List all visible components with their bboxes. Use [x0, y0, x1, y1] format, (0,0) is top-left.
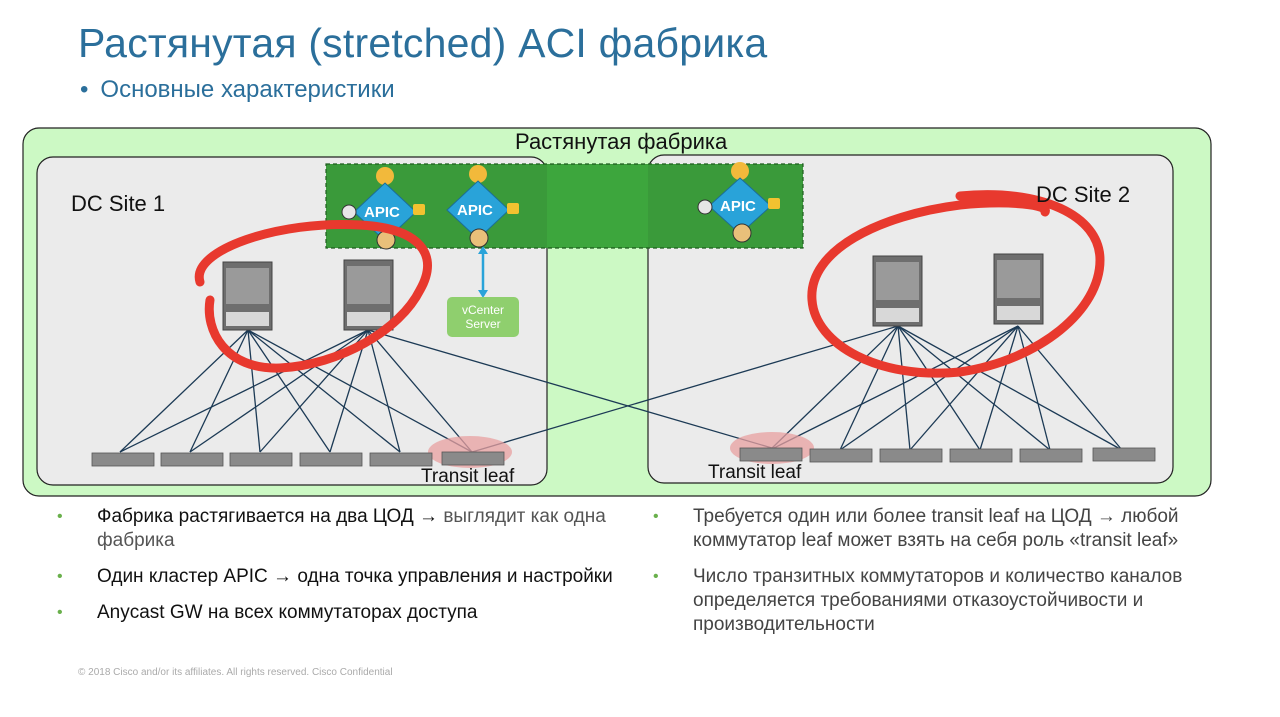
leaf-switch-icon	[441, 451, 505, 466]
bullet-item: • Фабрика растягивается на два ЦОД → выгл…	[57, 505, 627, 553]
dc-site-2-label: DC Site 2	[1036, 182, 1131, 207]
leaf-switch-icon	[229, 452, 293, 467]
right-bullet-list: • Требуется один или более transit leaf н…	[653, 505, 1193, 649]
spine-switch-icon	[872, 255, 923, 327]
bullet-dot: •	[653, 508, 659, 525]
dc-site-1-label: DC Site 1	[71, 191, 166, 216]
leaf-switch-icon	[1092, 447, 1156, 462]
apic-controller-icon	[446, 165, 519, 248]
transit-leaf-label-site-2: Transit leaf	[708, 462, 802, 483]
subtitle-bullet: •	[80, 76, 89, 103]
spine-switch-icon	[222, 261, 273, 331]
bullet-dot: •	[57, 604, 63, 621]
leaf-switch-icon	[739, 447, 803, 462]
spine-highlight-site-1	[194, 219, 432, 373]
bullet-text: Требуется один или более transit leaf на…	[693, 506, 1179, 551]
bullet-dot: •	[653, 568, 659, 585]
leaf-switch-icon	[91, 452, 155, 467]
bullet-rest: выглядит как одна фабрика	[97, 506, 606, 551]
spine-switch-icon	[343, 259, 394, 331]
leaf-switch-icon	[879, 448, 943, 463]
bullet-dot: •	[57, 508, 63, 525]
apic-label: APIC	[364, 204, 400, 221]
bullet-text: Число транзитных коммутаторов и количест…	[693, 566, 1183, 635]
vcenter-line-2: Server	[465, 317, 501, 331]
bullet-main: Anycast GW на всех коммутаторах доступа	[97, 602, 478, 623]
leaf-switch-icon	[369, 452, 433, 467]
spine-switch-icon	[993, 253, 1044, 325]
apic-controller-icon	[697, 162, 780, 243]
bullet-main: Один кластер APIC → одна точка управлени…	[97, 566, 613, 587]
leaf-switch-icon	[1019, 448, 1083, 463]
bullet-main: Фабрика растягивается на два ЦОД →	[97, 506, 439, 527]
footer-copyright: © 2018 Cisco and/or its affiliates. All …	[78, 667, 393, 678]
apic-label: APIC	[720, 198, 756, 215]
vcenter-server-icon: vCenter Server	[447, 297, 519, 337]
vcenter-line-1: vCenter	[461, 303, 505, 317]
transit-leaf-label-site-1: Transit leaf	[421, 466, 515, 487]
bullet-item: • Anycast GW на всех коммутаторах доступа	[57, 601, 627, 625]
apic-label: APIC	[457, 202, 493, 219]
leaf-switch-icon	[949, 448, 1013, 463]
slide-title: Растянутая (stretched) ACI фабрика	[78, 20, 768, 66]
slide-subtitle: • Основные характеристики	[80, 76, 395, 104]
bullet-item: • Один кластер APIC → одна точка управлен…	[57, 565, 627, 589]
bullet-dot: •	[57, 568, 63, 585]
leaf-switches-site-2	[739, 447, 1156, 463]
bullet-item: • Требуется один или более transit leaf н…	[653, 505, 1193, 553]
left-bullet-list: • Фабрика растягивается на два ЦОД → выгл…	[57, 505, 627, 637]
leaf-switch-icon	[160, 452, 224, 467]
subtitle-text: Основные характеристики	[100, 76, 395, 103]
leaf-switch-icon	[809, 448, 873, 463]
leaf-switch-icon	[299, 452, 363, 467]
fabric-label: Растянутая фабрика	[515, 129, 728, 154]
spine-highlight-site-2	[807, 190, 1105, 378]
apic-band-mid	[547, 165, 648, 247]
leaf-switches-site-1	[91, 451, 505, 467]
bullet-item: • Число транзитных коммутаторов и количес…	[653, 565, 1193, 637]
